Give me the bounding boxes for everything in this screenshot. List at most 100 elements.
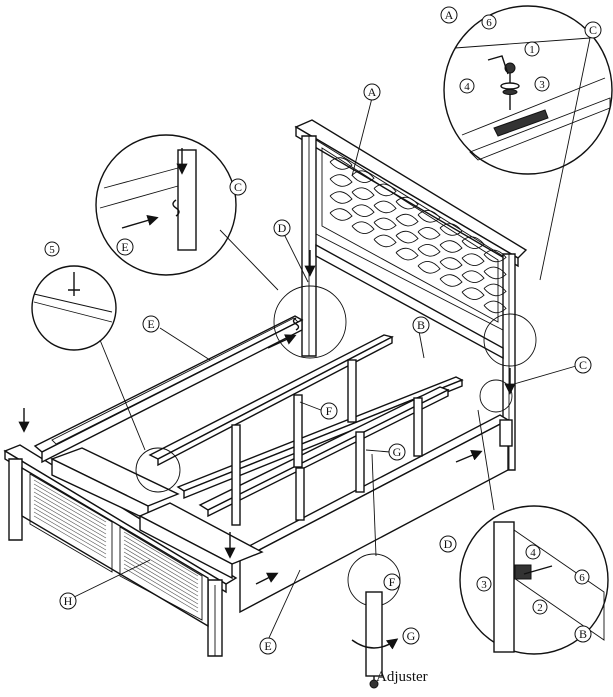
callout-text: D (278, 221, 287, 235)
callout-f-slat: F (320, 402, 338, 420)
tuft-button (483, 266, 507, 280)
tuft-button (483, 249, 507, 263)
wrench-icon (487, 55, 509, 75)
callout-n6b: 6 (574, 569, 590, 585)
callout-n3: 3 (534, 76, 550, 92)
callout-e-bottomrail: E (259, 637, 277, 655)
callout-b-rail: B (412, 316, 430, 334)
footboard-drawer-fronts (33, 479, 199, 613)
callout-n4b: 4 (525, 544, 541, 560)
center-legs (231, 359, 423, 526)
callout-text: E (121, 240, 128, 254)
callout-a-headboard: A (363, 83, 381, 101)
callout-a-detail: A (440, 6, 458, 24)
detail-circle-footboard-slat (135, 447, 181, 493)
tuft-button (373, 217, 397, 231)
callout-d-detail: D (439, 535, 457, 553)
callout-f-detail: F (383, 573, 401, 591)
tuft-button (461, 253, 485, 266)
tuft-button (329, 157, 353, 170)
callout-text: B (579, 627, 587, 641)
callout-c-midright: C (574, 356, 592, 374)
callout-text: 3 (539, 79, 545, 91)
tuft-button (461, 287, 485, 300)
tuft-button (351, 204, 375, 217)
callout-text: H (64, 594, 73, 608)
callout-text: C (234, 180, 242, 194)
tuft-button (373, 200, 397, 214)
tuft-button (439, 223, 463, 236)
tuft-button (417, 244, 441, 257)
callout-text: 6 (486, 17, 492, 29)
callout-n4: 4 (459, 78, 475, 94)
callout-text: E (264, 639, 271, 653)
callout-labels: A A B B C C C D D E E E F F G G H 1 2 3 4 6 3 4 5 6 (44, 6, 602, 655)
tuft-button (329, 191, 353, 204)
callout-d-post: D (273, 219, 291, 237)
center-rail (176, 376, 464, 500)
callout-text: G (393, 445, 402, 459)
callout-c-leftdetail: C (229, 178, 247, 196)
callout-g-detail: G (402, 627, 420, 645)
callout-text: 3 (481, 579, 487, 591)
tuft-button (439, 274, 463, 287)
callout-text: B (417, 318, 425, 332)
callout-text: C (579, 358, 587, 372)
tuft-button (395, 213, 419, 227)
headboard (294, 119, 528, 471)
callout-n2: 2 (532, 599, 548, 615)
callout-text: C (589, 23, 597, 37)
adjuster-label: Adjuster (376, 669, 428, 685)
tuft-button (329, 174, 353, 187)
tuft-button (351, 170, 375, 183)
tuft-button (395, 247, 419, 261)
callout-text: 1 (529, 44, 535, 56)
detail-circle-slat-bolt (31, 265, 117, 351)
tuft-button (461, 236, 485, 249)
callout-text: A (445, 8, 454, 22)
callout-c-topright: C (584, 21, 602, 39)
insert-arrow-icon (18, 250, 516, 585)
tuft-button (329, 208, 353, 221)
callout-n1: 1 (524, 41, 540, 57)
detail-circle-rail-hook (95, 134, 237, 276)
callout-n3b: 3 (476, 576, 492, 592)
callout-text: A (368, 85, 377, 99)
callout-n6: 6 (481, 14, 497, 30)
callout-text: G (407, 629, 416, 643)
tuft-button (351, 187, 375, 200)
tuft-button (439, 240, 463, 253)
detail-circle-headboard-bolt (443, 5, 613, 175)
callout-text: 6 (579, 572, 585, 584)
tufted-panel (329, 157, 507, 314)
detail-circle-rail-end (479, 379, 513, 413)
callout-g-leg: G (388, 443, 406, 461)
callout-text: F (326, 404, 333, 418)
slats (148, 334, 450, 518)
tuft-button (461, 270, 485, 283)
storage-drawers (50, 447, 264, 580)
callout-n5: 5 (44, 241, 60, 257)
callout-text: 4 (530, 547, 536, 559)
tuft-button (395, 196, 419, 210)
detail-circle-post-hook (267, 285, 347, 359)
callout-e-siderail: E (142, 315, 160, 333)
callout-h-drawer: H (59, 592, 77, 610)
tuft-button (483, 300, 507, 314)
tuft-button (417, 261, 441, 274)
tuft-button (483, 283, 507, 297)
callout-text: D (444, 537, 453, 551)
callout-text: E (147, 317, 154, 331)
tuft-button (417, 227, 441, 240)
tuft-button (417, 210, 441, 223)
callout-text: 5 (49, 244, 55, 256)
tuft-button (395, 230, 419, 244)
detail-circle-right-post (483, 313, 537, 367)
callout-b-detail: B (574, 625, 592, 643)
callout-e-leftdetail: E (116, 238, 134, 256)
tuft-button (439, 257, 463, 270)
detail-circle-rail-bracket (459, 505, 609, 655)
callout-text: F (389, 575, 396, 589)
